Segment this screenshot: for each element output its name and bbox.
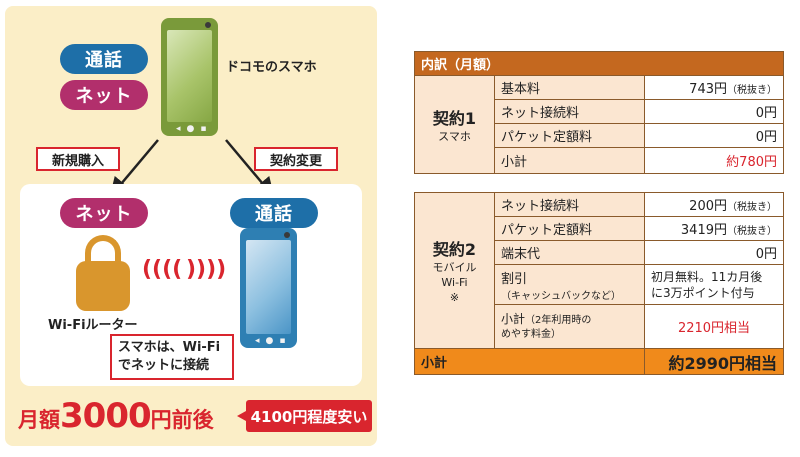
docomo-phone-label: ドコモのスマホ xyxy=(226,60,317,75)
total-label: 小計 xyxy=(414,348,645,375)
breakdown-table-contract2: 契約2 モバイル Wi-Fi ※ ネット接続料 200円（税抜き） パケット定額… xyxy=(414,192,784,375)
table-cell: 0円 xyxy=(644,99,784,124)
total-value: 約2990円相当 xyxy=(644,348,784,375)
table-cell: 3419円（税抜き） xyxy=(644,216,784,241)
table-cell: ネット接続料 xyxy=(494,99,645,124)
table-cell: 0円 xyxy=(644,123,784,148)
table-cell: 200円（税抜き） xyxy=(644,192,784,217)
monthly-price: 月額 3000 円前後 xyxy=(18,396,214,436)
signal-wave-icon: (((( xyxy=(142,257,183,282)
table-cell: 小計 xyxy=(494,147,645,174)
table-cell: パケット定額料 xyxy=(494,123,645,148)
docomo-phone-icon: ◂●▪ xyxy=(161,18,218,136)
savings-badge: 4100円程度安い xyxy=(237,400,372,432)
router-label: Wi-Fiルーター xyxy=(48,318,138,333)
table-cell: 基本料 xyxy=(494,75,645,100)
contract-change-label: 契約変更 xyxy=(254,147,338,171)
contract1-group: 契約1 スマホ xyxy=(414,75,495,174)
call-pill-phone: 通話 xyxy=(230,198,318,228)
wifi-router-icon xyxy=(76,235,130,311)
call-pill: 通話 xyxy=(60,44,148,74)
contract2-group: 契約2 モバイル Wi-Fi ※ xyxy=(414,192,495,349)
arrows xyxy=(109,139,275,198)
table-cell: 0円 xyxy=(644,240,784,265)
table-cell: 初月無料。11カ月後 に3万ポイント付与 xyxy=(644,264,784,305)
breakdown-table-contract1: 内訳（月額） 契約1 スマホ 基本料 743円（税抜き） ネット接続料 0円 パ… xyxy=(414,51,784,174)
arrow-contract-change xyxy=(225,139,275,198)
arrow-new-purchase xyxy=(109,139,159,198)
table-header: 内訳（月額） xyxy=(414,51,784,76)
table-cell: 割引 （キャッシュバックなど） xyxy=(494,264,645,305)
net-pill: ネット xyxy=(60,80,148,110)
smartphone-icon: ◂●▪ xyxy=(240,228,297,348)
wifi-note: スマホは、Wi-Fi でネットに接続 xyxy=(110,334,234,380)
table-cell: ネット接続料 xyxy=(494,192,645,217)
net-pill-router: ネット xyxy=(60,198,148,228)
subtotal-value: 2210円相当 xyxy=(644,304,784,349)
new-purchase-label: 新規購入 xyxy=(36,147,120,171)
subtotal-value: 約780円 xyxy=(644,147,784,174)
signal-wave-icon: )))) xyxy=(186,257,227,282)
table-cell: 小計（2年利用時の めやす料金） xyxy=(494,304,645,349)
table-cell: パケット定額料 xyxy=(494,216,645,241)
table-cell: 743円（税抜き） xyxy=(644,75,784,100)
table-cell: 端末代 xyxy=(494,240,645,265)
